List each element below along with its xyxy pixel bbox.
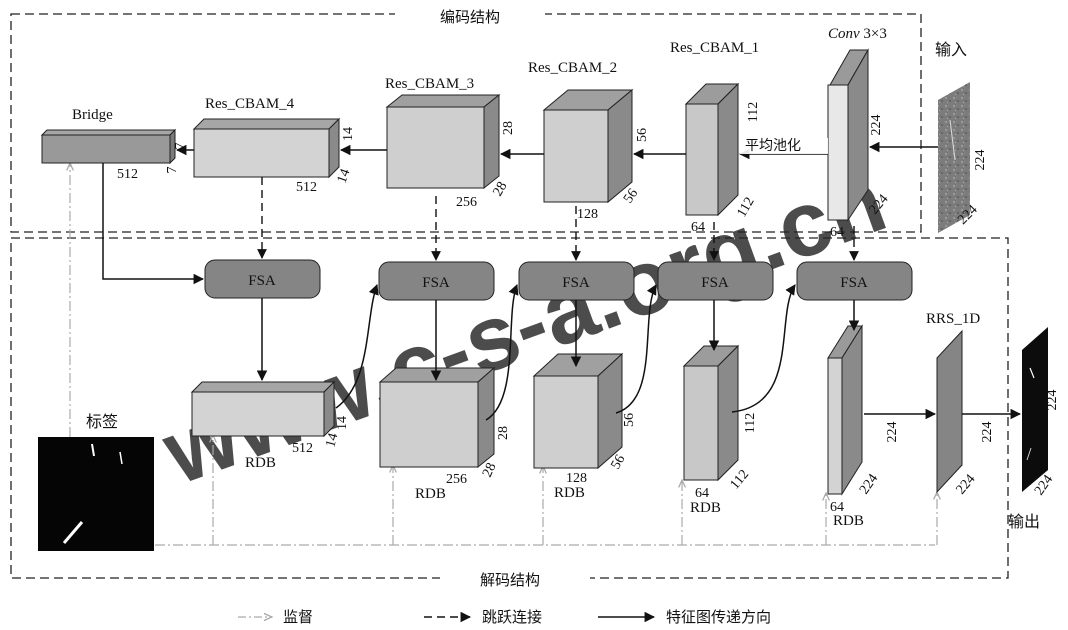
res-cbam-4-dim-channels: 512: [296, 180, 317, 195]
rdb-3-label: RDB: [554, 485, 585, 501]
legend-skip: 跳跃连接: [424, 608, 542, 626]
res-cbam-3-dim-channels: 256: [456, 195, 477, 210]
legend-supervision: 监督: [238, 608, 313, 626]
res-cbam-1-dim-height: 112: [746, 102, 761, 122]
fsa-box-5: FSA: [796, 261, 913, 301]
rdb-3-dim-depth: 56: [608, 452, 628, 472]
rdb-1-label: RDB: [245, 455, 276, 471]
res-cbam-2-block: [542, 88, 634, 204]
svg-text:FSA: FSA: [562, 275, 590, 291]
arrow-rdb1-fsa2: [335, 284, 379, 409]
res-cbam-2-dim-height: 56: [635, 128, 650, 142]
fsa-box-3: FSA: [518, 261, 635, 301]
rdb-2-dim-height: 28: [496, 426, 511, 440]
rdb-5-dim-height: 224: [885, 422, 900, 443]
rdb-block-5: [827, 324, 863, 496]
svg-text:跳跃连接: 跳跃连接: [482, 608, 542, 626]
res-cbam-1-label: Res_CBAM_1: [670, 40, 759, 56]
res-cbam-1-dim-channels: 64: [691, 220, 705, 235]
rdb-block-2: [378, 366, 496, 469]
res-cbam-4-dim-depth: 14: [335, 167, 354, 185]
rdb-5-dim-channels: 64: [830, 500, 844, 515]
res-cbam-3-block: [385, 93, 501, 190]
rdb-3-dim-height: 56: [622, 413, 637, 427]
arrow-rdb2-fsa3: [485, 284, 519, 421]
rrs-1d-label: RRS_1D: [926, 311, 980, 327]
res-cbam-1-block: [684, 82, 740, 217]
rdb-block-4: [682, 344, 740, 482]
encoder-title: 编码结构: [440, 8, 500, 26]
fsa-box-2: FSA: [378, 261, 495, 301]
res-cbam-3-label: Res_CBAM_3: [385, 76, 474, 92]
arrow-bridge-to-fsa1: [102, 163, 205, 285]
bridge-label: Bridge: [72, 107, 113, 123]
output-label: 输出: [1008, 512, 1040, 531]
rdb-4-dim-depth: 112: [728, 467, 753, 492]
rdb-2-label: RDB: [415, 486, 446, 502]
svg-text:FSA: FSA: [422, 275, 450, 291]
rdb-4-label: RDB: [690, 500, 721, 516]
svg-text:监督: 监督: [283, 608, 313, 626]
conv-dim-height: 224: [869, 115, 884, 136]
input-image: [938, 82, 970, 233]
svg-text:特征图传递方向: 特征图传递方向: [666, 608, 771, 626]
rdb-3-dim-channels: 128: [566, 471, 587, 486]
rrs-1d-block: [936, 329, 963, 494]
avg-pool-label: 平均池化: [745, 138, 801, 154]
rdb-5-label: RDB: [833, 513, 864, 529]
output-image: [1022, 327, 1048, 492]
decoder-title: 解码结构: [480, 571, 540, 589]
rdb-2-dim-depth: 28: [480, 461, 500, 480]
res-cbam-3-dim-height: 28: [501, 121, 516, 135]
svg-text:FSA: FSA: [701, 275, 729, 291]
input-label: 输入: [935, 40, 967, 59]
conv-block: [827, 48, 869, 222]
bridge-block: [40, 128, 177, 165]
rdb-block-3: [532, 352, 624, 470]
res-cbam-3-dim-depth: 28: [490, 179, 510, 199]
conv-label: Conv 3×3: [828, 26, 887, 42]
label-image: [38, 437, 154, 551]
res-cbam-2-dim-channels: 128: [577, 207, 598, 222]
svg-text:FSA: FSA: [248, 273, 276, 289]
res-cbam-4-label: Res_CBAM_4: [205, 96, 295, 112]
arrow-rdb4-fsa5: [731, 284, 796, 413]
rdb-1-dim-height: 14: [335, 416, 350, 430]
rrs-dim-height: 224: [980, 422, 995, 443]
rdb-4-dim-height: 112: [743, 413, 758, 433]
fsa-box-4: FSA: [657, 261, 774, 301]
bridge-dim-depth: 7: [165, 167, 180, 174]
bridge-dim-channels: 512: [117, 167, 138, 182]
svg-text:FSA: FSA: [840, 275, 868, 291]
fsa-box-1: FSA: [204, 259, 321, 299]
input-dim-height: 224: [973, 150, 988, 171]
output-dim-height: 224: [1045, 390, 1060, 411]
rrs-dim-depth: 224: [954, 472, 979, 498]
rdb-2-dim-channels: 256: [446, 472, 467, 487]
arrow-rdb3-fsa4: [615, 284, 657, 414]
legend-feature-flow: 特征图传递方向: [598, 608, 771, 626]
conv-dim-channels: 64: [830, 225, 844, 240]
rdb-1-dim-channels: 512: [292, 441, 313, 456]
rdb-1-dim-depth: 14: [323, 432, 341, 449]
res-cbam-4-block: [192, 117, 341, 179]
rdb-block-1: [190, 380, 336, 438]
res-cbam-4-dim-height: 14: [341, 127, 356, 141]
rdb-5-dim-depth: 224: [857, 471, 881, 497]
legend: 监督 跳跃连接 特征图传递方向: [238, 608, 771, 626]
bridge-dim-height: 7: [173, 143, 188, 150]
rdb-4-dim-channels: 64: [695, 486, 709, 501]
res-cbam-2-label: Res_CBAM_2: [528, 60, 617, 76]
label-image-caption: 标签: [86, 412, 118, 431]
